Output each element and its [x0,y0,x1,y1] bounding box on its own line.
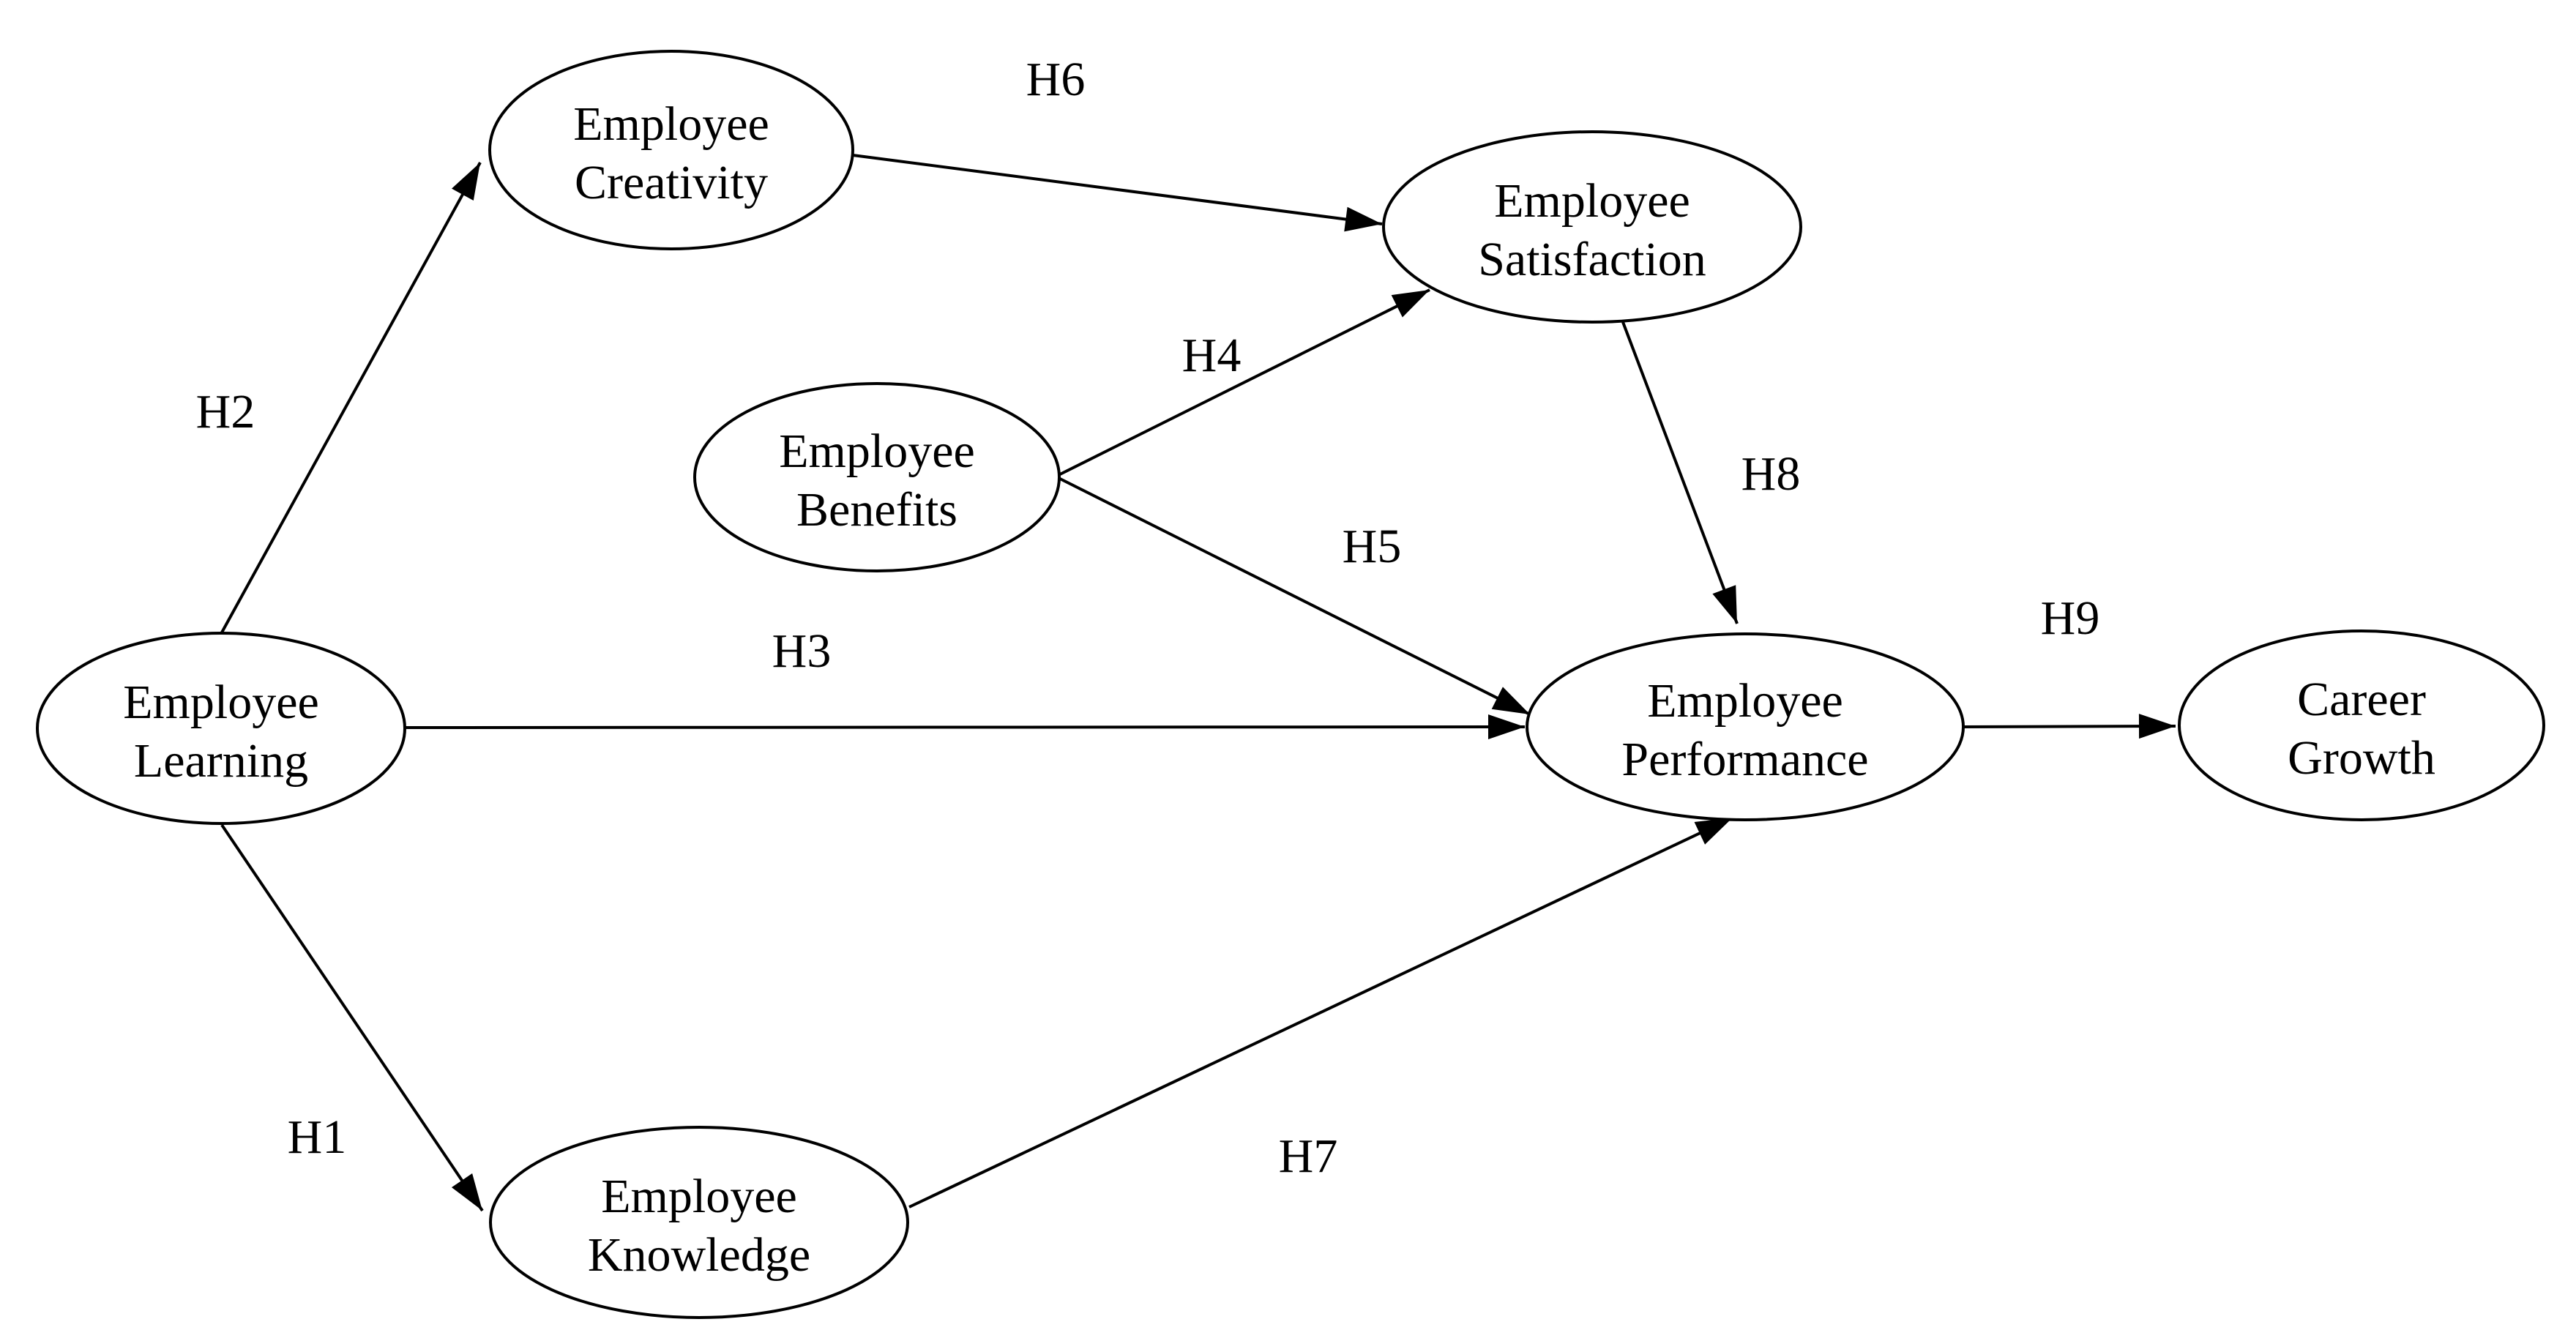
employee-learning-label-line-2: Learning [134,734,308,788]
edge-H6: H6 [852,53,1383,232]
employee-creativity-ellipse [488,50,854,250]
edge-H4: H4 [1059,288,1430,476]
career-growth-ellipse [2178,629,2545,821]
edge-label-H9: H9 [2041,591,2100,645]
edge-line-H6 [852,154,1383,225]
employee-learning-label-line-1: Employee [123,676,319,729]
employee-creativity-label-line-1: Employee [573,97,769,151]
arrowhead-icon-H7 [1694,818,1733,845]
arrowhead-icon-H6 [1344,206,1382,232]
edge-H8: H8 [1621,321,1801,624]
employee-satisfaction-ellipse [1382,130,1802,324]
edge-H7: H7 [908,816,1733,1208]
employee-performance-ellipse [1526,632,1965,821]
edge-label-H2: H2 [196,385,255,438]
edge-label-H6: H6 [1026,53,1086,106]
employee-benefits-ellipse [693,382,1061,572]
employee-satisfaction-label-line-2: Satisfaction [1478,233,1706,286]
arrowhead-icon-H4 [1391,290,1430,318]
employee-benefits-label-line-1: Employee [779,425,975,478]
edge-line-H3 [404,725,1526,729]
edge-line-H1 [220,823,484,1212]
edge-label-H5: H5 [1343,520,1402,573]
edge-label-H7: H7 [1279,1129,1338,1183]
arrowhead-icon-H1 [451,1173,482,1211]
arrowhead-icon-H9 [2138,714,2176,739]
edge-H3: H3 [404,624,1526,740]
employee-learning-ellipse [36,632,406,825]
employee-performance-label-line-2: Performance [1621,733,1868,786]
career-growth-label-line-2: Growth [2288,731,2435,785]
employee-knowledge-ellipse [489,1126,909,1319]
edge-H5: H5 [1059,477,1531,716]
edge-label-H3: H3 [772,624,832,678]
edge-label-H4: H4 [1182,329,1242,382]
edge-line-H8 [1621,321,1739,624]
arrowhead-icon-H2 [452,162,480,201]
employee-benefits-label-line-2: Benefits [796,483,957,537]
arrowhead-icon-H8 [1712,585,1737,624]
edge-line-H2 [220,162,482,633]
employee-knowledge-label-line-2: Knowledge [588,1228,810,1282]
arrowhead-icon-H3 [1487,714,1525,740]
edge-label-H8: H8 [1741,447,1801,501]
employee-knowledge-label-line-1: Employee [601,1170,797,1223]
arrowhead-icon-H5 [1491,687,1530,714]
edge-H1: H1 [220,823,484,1212]
edge-line-H7 [908,816,1733,1208]
edge-line-H5 [1059,477,1531,716]
edge-label-H1: H1 [288,1110,347,1164]
employee-performance-label-line-1: Employee [1647,674,1843,728]
employee-creativity-label-line-2: Creativity [575,156,768,209]
edge-line-H4 [1059,288,1430,476]
career-growth-label-line-1: Career [2297,673,2426,726]
edge-H2: H2 [196,162,482,633]
employee-satisfaction-label-line-1: Employee [1494,174,1690,228]
edge-H9: H9 [1963,591,2176,739]
